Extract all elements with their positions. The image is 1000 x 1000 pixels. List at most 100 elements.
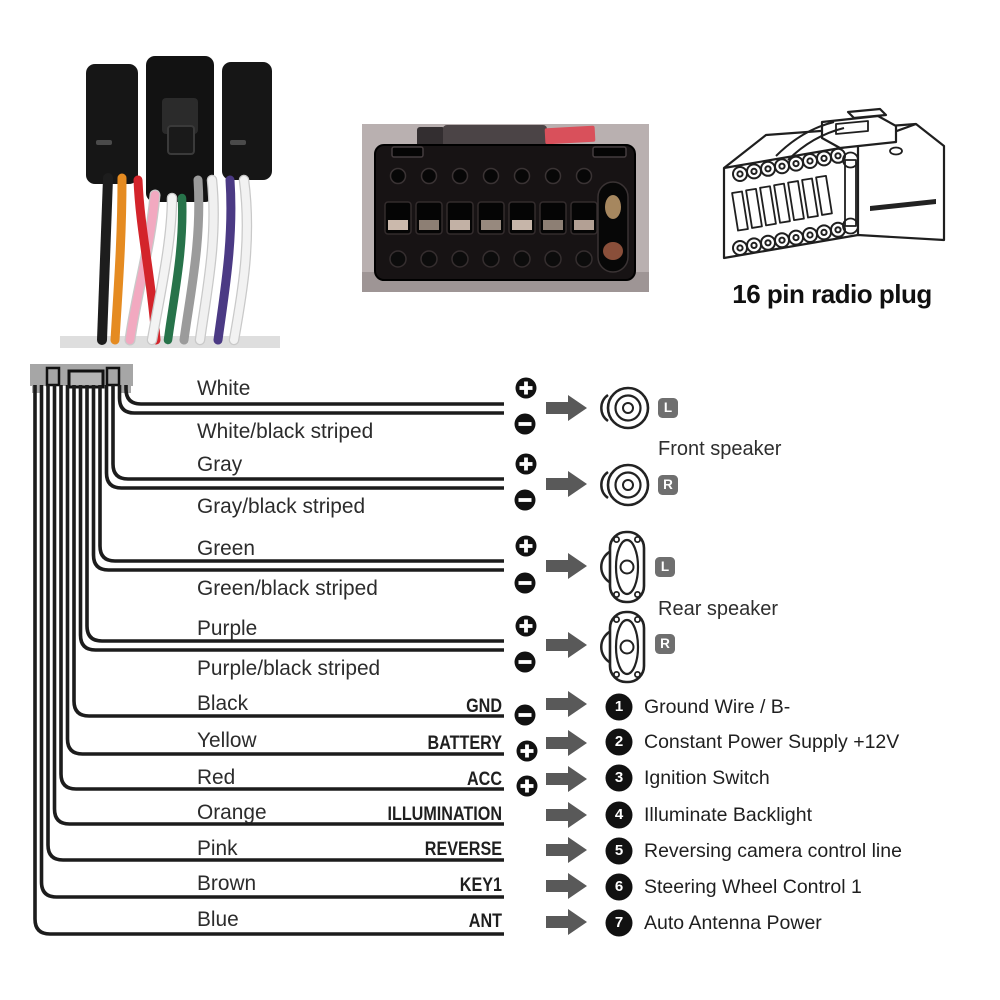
wire-line-green-striped	[91, 385, 504, 572]
plus-icon	[515, 377, 537, 399]
number-digit: 2	[614, 733, 624, 750]
harness-wires	[97, 173, 253, 346]
wire-label-black: Black	[197, 691, 249, 715]
number-digit: 5	[614, 842, 624, 859]
wire-line-gray	[111, 385, 504, 481]
wire-line-red	[59, 385, 504, 791]
wire-line-purple-striped	[78, 385, 504, 652]
minus-icon	[514, 651, 536, 673]
channel-badge	[658, 398, 678, 418]
wire-label-pink: Pink	[197, 836, 238, 860]
wire-line-pink	[46, 385, 504, 862]
minus-icon	[514, 413, 536, 435]
wire-line-orange	[52, 385, 504, 826]
wire-label-blue: Blue	[197, 907, 239, 931]
arrow-icon	[546, 730, 587, 756]
number-circle	[605, 909, 633, 937]
description-6: Steering Wheel Control 1	[644, 876, 862, 898]
terminal-label-acc: ACC	[467, 769, 502, 790]
minus-icon	[514, 489, 536, 511]
wire-label-green: Green	[197, 536, 255, 560]
channel-badges	[655, 398, 678, 654]
channel-badge-letter: L	[663, 400, 673, 415]
rear-speaker-caption: Rear speaker	[658, 598, 779, 620]
wire-lines	[33, 385, 504, 936]
front-speaker-left-icon	[600, 386, 650, 430]
channel-badge	[658, 475, 678, 495]
terminal-label-illumination: ILLUMINATION	[387, 804, 502, 825]
pin-holes	[384, 167, 629, 273]
plus-icon	[515, 535, 537, 557]
number-circle	[605, 693, 633, 721]
minus-icon	[514, 572, 536, 594]
plus-icon	[515, 453, 537, 475]
number-circle	[605, 764, 633, 792]
description-4: Illuminate Backlight	[644, 804, 812, 826]
number-circle	[605, 873, 633, 901]
description-2: Constant Power Supply +12V	[644, 731, 900, 753]
terminal-label-gnd: GND	[466, 696, 502, 717]
wire-label-white-striped: White/black striped	[197, 419, 374, 443]
wire-line-green	[98, 385, 504, 563]
wire-label-purple-striped: Purple/black striped	[197, 656, 381, 680]
wire-label-white: White	[197, 376, 251, 400]
arrow-icon	[546, 766, 587, 792]
channel-badge-letter: R	[663, 477, 673, 492]
description-3: Ignition Switch	[644, 767, 770, 789]
wire-line-purple	[85, 385, 504, 643]
description-7: Auto Antenna Power	[644, 912, 822, 934]
number-digit: 3	[614, 769, 624, 786]
wire-label-purple: Purple	[197, 616, 258, 640]
front-speaker-caption: Front speaker	[658, 438, 782, 460]
number-circle	[605, 728, 633, 756]
pin-face-photo	[362, 124, 649, 292]
front-speaker-right-icon	[600, 463, 650, 507]
wire-label-green-striped: Green/black striped	[197, 576, 378, 600]
number-digit: 1	[614, 698, 624, 715]
harness-photo	[60, 56, 280, 348]
number-circle	[605, 801, 633, 829]
wire-label-gray: Gray	[197, 452, 243, 476]
wire-line-blue	[33, 385, 504, 936]
number-circle	[605, 837, 633, 865]
arrow-icon	[546, 837, 587, 863]
wire-label-gray-striped: Gray/black striped	[197, 494, 366, 518]
channel-badge	[655, 557, 675, 577]
description-1: Ground Wire / B-	[644, 696, 791, 718]
arrow-icon	[546, 909, 587, 935]
number-digit: 6	[614, 878, 624, 895]
plus-icon	[516, 775, 538, 797]
wire-line-brown	[39, 385, 504, 899]
arrow-icon	[546, 873, 587, 899]
arrow-icon	[546, 632, 587, 658]
channel-badge-letter: R	[660, 636, 670, 651]
terminal-label-ant: ANT	[468, 911, 502, 932]
number-digit: 7	[614, 914, 624, 931]
channel-badge-letter: L	[660, 559, 670, 574]
rear-speaker-left-icon	[600, 530, 646, 604]
wire-label-orange: Orange	[197, 800, 267, 824]
plus-icon	[515, 615, 537, 637]
polarity-symbols	[514, 377, 538, 797]
terminal-label-reverse: REVERSE	[424, 839, 502, 860]
channel-badge	[655, 634, 675, 654]
wire-line-black	[72, 385, 504, 718]
number-digit: 4	[614, 806, 624, 823]
rear-speaker-right-icon	[600, 610, 646, 684]
wire-label-yellow: Yellow	[197, 728, 257, 752]
terminal-label-battery: BATTERY	[427, 733, 502, 754]
plug-caption: 16 pin radio plug	[732, 279, 932, 309]
minus-icon	[514, 704, 536, 726]
wire-label-red: Red	[197, 765, 236, 789]
arrow-icon	[546, 471, 587, 497]
terminal-label-key1: KEY1	[459, 875, 502, 896]
number-circles	[605, 693, 633, 937]
wire-label-brown: Brown	[197, 871, 257, 895]
wiring-schematic	[30, 364, 678, 937]
arrow-icon	[546, 802, 587, 828]
arrow-icon	[546, 395, 587, 421]
wire-line-gray-striped	[104, 385, 504, 490]
harness-connector-block	[30, 364, 133, 393]
